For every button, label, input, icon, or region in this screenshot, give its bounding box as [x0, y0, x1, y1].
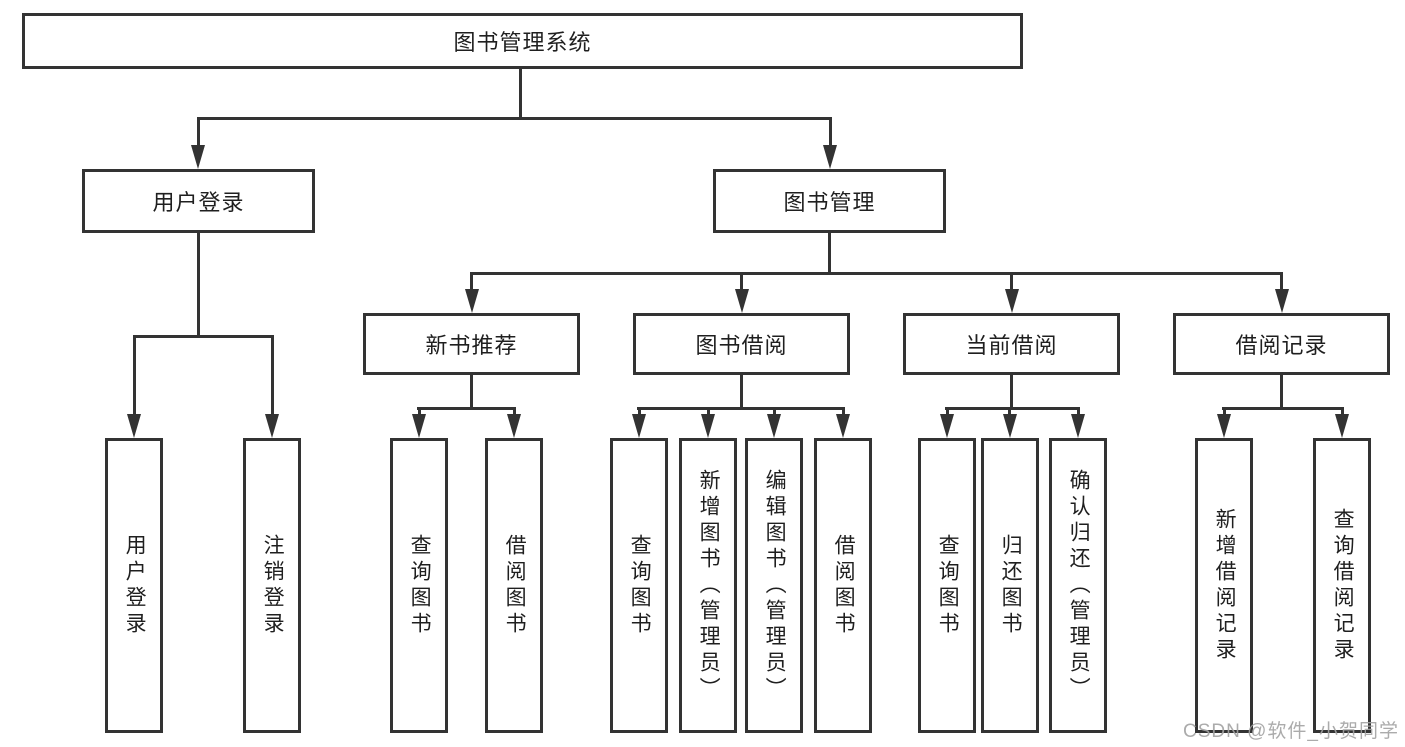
leaf-edit-book-admin-label: 编辑图书（管理员） — [763, 468, 787, 703]
arrow-down-icon — [191, 145, 205, 169]
connector-line — [470, 272, 1283, 275]
node-book-borrowing: 图书借阅 — [633, 313, 850, 375]
connector-line — [1223, 407, 1226, 416]
leaf-confirm-return-admin-label: 确认归还（管理员） — [1067, 468, 1091, 703]
leaf-recommend-borrow-book-label: 借阅图书 — [503, 533, 527, 638]
connector-line — [470, 375, 473, 407]
leaf-return-book-label: 归还图书 — [999, 533, 1023, 638]
leaf-borrow-book-label: 借阅图书 — [832, 533, 856, 638]
node-new-book-recommend: 新书推荐 — [363, 313, 580, 375]
node-root: 图书管理系统 — [22, 13, 1023, 69]
connector-line — [197, 117, 832, 120]
connector-line — [946, 407, 949, 416]
leaf-add-borrow-record: 新增借阅记录 — [1195, 438, 1253, 733]
connector-line — [740, 272, 743, 291]
leaf-return-book: 归还图书 — [981, 438, 1039, 733]
connector-line — [133, 335, 136, 416]
connector-line — [707, 407, 710, 416]
leaf-current-query-book-label: 查询图书 — [936, 533, 960, 638]
connector-line — [842, 407, 845, 416]
node-book-management: 图书管理 — [713, 169, 946, 233]
leaf-edit-book-admin: 编辑图书（管理员） — [745, 438, 803, 733]
leaf-add-book-admin: 新增图书（管理员） — [679, 438, 737, 733]
connector-line — [637, 407, 845, 410]
node-user-login-label: 用户登录 — [152, 190, 245, 215]
connector-line — [133, 335, 274, 338]
leaf-recommend-query-book: 查询图书 — [390, 438, 448, 733]
leaf-logout: 注销登录 — [243, 438, 301, 733]
arrow-down-icon — [940, 414, 954, 438]
connector-line — [1010, 272, 1013, 291]
arrow-down-icon — [701, 414, 715, 438]
connector-line — [417, 407, 516, 410]
arrow-down-icon — [265, 414, 279, 438]
connector-line — [1280, 375, 1283, 407]
node-new-book-recommend-label: 新书推荐 — [425, 333, 518, 358]
node-current-borrowing-label: 当前借阅 — [965, 333, 1058, 358]
connector-line — [740, 375, 743, 407]
connector-line — [1077, 407, 1080, 416]
watermark: CSDN @软件_小贺同学 — [1183, 721, 1399, 742]
arrow-down-icon — [632, 414, 646, 438]
leaf-add-book-admin-label: 新增图书（管理员） — [697, 468, 721, 703]
node-root-label: 图书管理系统 — [453, 30, 592, 55]
leaf-logout-label: 注销登录 — [261, 533, 285, 638]
node-book-borrowing-label: 图书借阅 — [695, 333, 788, 358]
arrow-down-icon — [767, 414, 781, 438]
leaf-borrowing-query-book: 查询图书 — [610, 438, 668, 733]
leaf-borrowing-query-book-label: 查询图书 — [628, 533, 652, 638]
connector-line — [197, 117, 200, 147]
arrow-down-icon — [836, 414, 850, 438]
connector-line — [828, 233, 831, 272]
node-book-management-label: 图书管理 — [783, 190, 876, 215]
leaf-user-login: 用户登录 — [105, 438, 163, 733]
arrow-down-icon — [1071, 414, 1085, 438]
leaf-borrow-book: 借阅图书 — [814, 438, 872, 733]
connector-line — [513, 407, 516, 416]
node-borrowing-records-label: 借阅记录 — [1235, 333, 1328, 358]
arrow-down-icon — [127, 414, 141, 438]
connector-line — [197, 233, 200, 335]
node-user-login: 用户登录 — [82, 169, 315, 233]
leaf-user-login-label: 用户登录 — [123, 533, 147, 638]
connector-line — [519, 69, 522, 117]
arrow-down-icon — [1335, 414, 1349, 438]
connector-line — [470, 272, 473, 291]
connector-line — [1010, 375, 1013, 407]
node-current-borrowing: 当前借阅 — [903, 313, 1120, 375]
connector-line — [945, 407, 1080, 410]
connector-line — [1008, 407, 1011, 416]
arrow-down-icon — [823, 145, 837, 169]
connector-line — [418, 407, 421, 416]
arrow-down-icon — [1275, 289, 1289, 313]
connector-line — [773, 407, 776, 416]
connector-line — [1222, 407, 1344, 410]
node-borrowing-records: 借阅记录 — [1173, 313, 1390, 375]
leaf-recommend-query-book-label: 查询图书 — [408, 533, 432, 638]
arrow-down-icon — [1217, 414, 1231, 438]
leaf-recommend-borrow-book: 借阅图书 — [485, 438, 543, 733]
arrow-down-icon — [1003, 414, 1017, 438]
arrow-down-icon — [1005, 289, 1019, 313]
leaf-current-query-book: 查询图书 — [918, 438, 976, 733]
leaf-query-borrow-record-label: 查询借阅记录 — [1331, 507, 1355, 664]
arrow-down-icon — [412, 414, 426, 438]
connector-line — [271, 335, 274, 416]
leaf-query-borrow-record: 查询借阅记录 — [1313, 438, 1371, 733]
connector-line — [638, 407, 641, 416]
leaf-confirm-return-admin: 确认归还（管理员） — [1049, 438, 1107, 733]
arrow-down-icon — [735, 289, 749, 313]
connector-line — [1341, 407, 1344, 416]
connector-line — [1280, 272, 1283, 291]
arrow-down-icon — [465, 289, 479, 313]
arrow-down-icon — [507, 414, 521, 438]
connector-line — [829, 117, 832, 147]
leaf-add-borrow-record-label: 新增借阅记录 — [1213, 507, 1237, 664]
